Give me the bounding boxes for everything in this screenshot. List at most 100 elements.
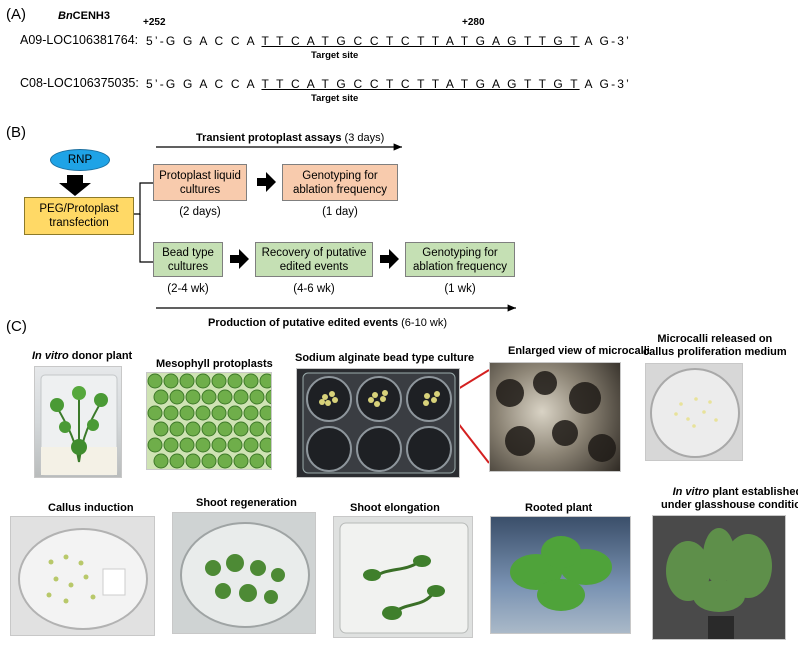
protoplast-cell	[153, 389, 169, 405]
sequence-c08: 5’-G G A C C A T T C A T G C C T C T T A…	[146, 77, 631, 91]
protoplast-cell	[259, 373, 271, 389]
protoplast-cell	[195, 405, 211, 421]
right-block-arrow	[380, 249, 399, 269]
seq-suffix: A G-3’	[579, 77, 632, 91]
petri-dish-callus	[18, 528, 148, 630]
panel-a-label: (A)	[6, 6, 26, 23]
protoplast-cell	[259, 405, 271, 421]
caption-shoot-regeneration: Shoot regeneration	[196, 497, 297, 509]
culture-box-shoots	[339, 522, 469, 634]
protoplast-cell	[211, 405, 227, 421]
target-sequence: T T C A T G C C T C T T A T G A G T T G …	[261, 77, 580, 91]
seq-suffix: A G-3’	[579, 34, 632, 48]
transient-assay-title: Transient protoplast assays (3 days)	[196, 132, 385, 144]
position-end: +280	[462, 17, 485, 28]
caption-rooted-plant: Rooted plant	[525, 502, 593, 514]
protoplast-cell	[265, 421, 271, 437]
bead-cultures-box: Bead type cultures	[153, 242, 223, 277]
photo-mesophyll-protoplasts	[146, 372, 272, 470]
protoplast-cell	[265, 453, 271, 469]
protoplast-cell	[185, 453, 201, 469]
protoplast-cell	[217, 453, 233, 469]
protoplast-cell	[179, 437, 195, 453]
photo-invitro-donor-plant	[34, 366, 122, 478]
right-block-arrow	[257, 172, 276, 192]
caption-enlarged: Enlarged view of microcalli	[508, 345, 650, 357]
recovery-box: Recovery of putative edited events	[255, 242, 373, 277]
protoplast-cell	[169, 453, 185, 469]
protoplast-duration: (2 days)	[179, 206, 221, 218]
caption-callus-induction: Callus induction	[48, 502, 134, 514]
protoplast-cell	[153, 421, 169, 437]
sequence-name-c08: C08-LOC106375035:	[20, 76, 139, 90]
photo-microcalli-released	[645, 363, 743, 461]
target-site-label: Target site	[311, 93, 359, 104]
protoplast-cell	[243, 437, 259, 453]
microcalli-blobs	[496, 371, 616, 462]
protoplast-cell	[163, 405, 179, 421]
genotyping-2-duration: (1 wk)	[444, 283, 476, 295]
rooted-plant-leaves	[510, 536, 612, 611]
protoplast-cultures-box: Protoplast liquid cultures	[153, 164, 247, 201]
recovery-duration: (4-6 wk)	[293, 283, 335, 295]
bracket-connector	[139, 214, 153, 263]
caption-shoot-elongation: Shoot elongation	[350, 502, 440, 514]
photo-glasshouse-plant	[652, 515, 786, 640]
seq-prefix: 5’-G G A C C A	[146, 34, 262, 48]
sequence-a09: 5’-G G A C C A T T C A T G C C T C T T A…	[146, 34, 631, 48]
plant-icon	[40, 374, 118, 476]
gene-suffix: CENH3	[72, 10, 110, 22]
protoplast-cell	[233, 421, 249, 437]
photo-shoot-elongation	[333, 516, 473, 638]
caption-mesophyll: Mesophyll protoplasts	[156, 358, 273, 370]
petri-dish	[650, 368, 740, 458]
protoplast-cell	[195, 373, 211, 389]
panel-c-label: (C)	[6, 318, 27, 335]
rnp-label: RNP	[67, 154, 93, 166]
photo-callus-induction	[10, 516, 155, 636]
protoplast-cell	[233, 389, 249, 405]
protoplast-cell	[147, 405, 163, 421]
protoplast-cell	[163, 373, 179, 389]
caption-glasshouse: In vitro plant established under glassho…	[661, 486, 798, 511]
photo-shoot-regeneration	[172, 512, 316, 634]
protoplast-cell	[169, 389, 185, 405]
protoplast-cell	[147, 373, 163, 389]
protoplast-cell	[265, 389, 271, 405]
gene-name: BnCENH3	[58, 10, 110, 22]
bead-duration: (2-4 wk)	[167, 283, 209, 295]
protoplast-cell	[153, 453, 169, 469]
protoplast-cell	[249, 421, 265, 437]
sequence-name-a09: A09-LOC106381764:	[20, 33, 139, 47]
protoplast-cell	[185, 389, 201, 405]
protoplast-cell	[201, 421, 217, 437]
gene-prefix: Bn	[58, 10, 73, 22]
protoplast-cell	[195, 437, 211, 453]
caption-microcalli: Microcalli released on callus proliferat…	[643, 333, 787, 358]
protoplast-cell	[233, 453, 249, 469]
protoplast-cell	[217, 389, 233, 405]
protoplast-cell	[147, 437, 163, 453]
protoplast-cell	[201, 453, 217, 469]
protoplast-cell	[179, 373, 195, 389]
protoplast-cell	[227, 373, 243, 389]
protoplast-cell	[163, 437, 179, 453]
protoplast-cell	[243, 405, 259, 421]
peg-transfection-box: PEG/Protoplast transfection	[24, 197, 134, 235]
target-sequence: T T C A T G C C T C T T A T G A G T T G …	[261, 34, 580, 48]
protoplast-cells	[147, 373, 271, 469]
right-block-arrow	[230, 249, 249, 269]
panel-b-label: (B)	[6, 124, 26, 141]
protoplast-cell	[227, 437, 243, 453]
protoplast-cell	[259, 437, 271, 453]
protoplast-cell	[179, 405, 195, 421]
protoplast-cell	[243, 373, 259, 389]
six-well-plate	[302, 372, 456, 474]
caption-bead-culture: Sodium alginate bead type culture	[295, 352, 475, 364]
glasshouse-plant-leaves	[666, 528, 772, 639]
photo-enlarged-microcalli	[489, 362, 621, 472]
protoplast-cell	[169, 421, 185, 437]
protoplast-cell	[249, 453, 265, 469]
production-title: Production of putative edited events (6-…	[208, 317, 447, 329]
